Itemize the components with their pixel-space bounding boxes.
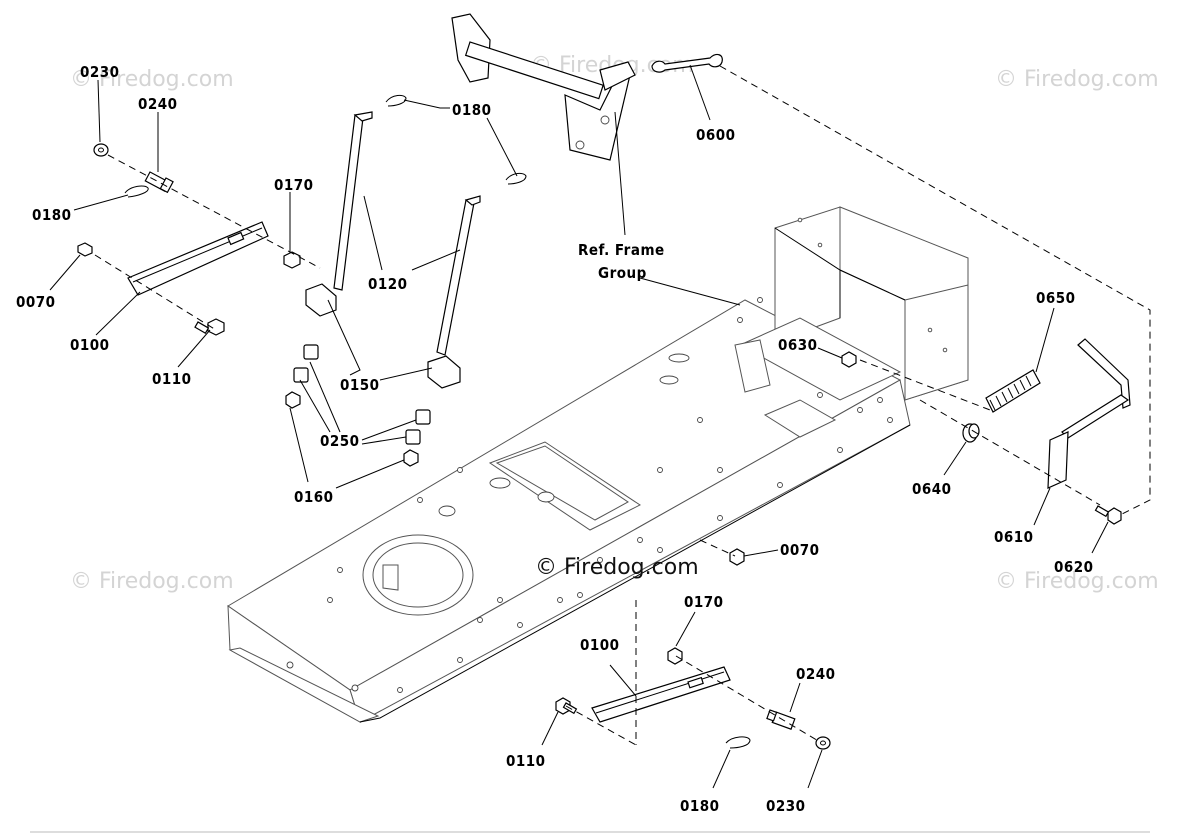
- part-0630-nut: [841, 351, 857, 368]
- label-0620: 0620: [1054, 558, 1094, 576]
- label-0630: 0630: [778, 336, 818, 354]
- label-0170-bottom: 0170: [684, 593, 724, 611]
- watermark-top-left: © Firedog.com: [70, 67, 234, 92]
- part-0110-bolt-left: [194, 318, 225, 336]
- label-0240-bottom: 0240: [796, 665, 836, 683]
- label-ref-frame-line1: Ref. Frame: [578, 241, 665, 259]
- part-0230-washer-lower: [815, 736, 831, 750]
- label-0110-left: 0110: [152, 370, 192, 388]
- main-frame: [227, 206, 969, 724]
- label-0170-top: 0170: [274, 176, 314, 194]
- frame-holes: [286, 217, 948, 693]
- part-0150-blocks: [305, 283, 461, 389]
- watermark-center: © Firedog.com: [535, 555, 699, 580]
- part-0070-nut-left: [77, 242, 93, 257]
- label-0070-left: 0070: [16, 293, 56, 311]
- label-0110-bottom: 0110: [506, 752, 546, 770]
- leader-lines: [49, 64, 1109, 789]
- part-0240-pin-upper: [144, 171, 174, 194]
- part-0170-nut-upper: [283, 251, 301, 269]
- label-0120: 0120: [368, 275, 408, 293]
- part-0610-crank-lever: [1047, 338, 1131, 489]
- part-0600-link: [651, 53, 723, 73]
- watermark-bottom-right: © Firedog.com: [995, 569, 1159, 594]
- label-0230-top: 0230: [80, 63, 120, 81]
- part-0100-upper-bar: [127, 221, 269, 296]
- part-0180-clip-top-left: [385, 94, 407, 107]
- label-0610: 0610: [994, 528, 1034, 546]
- label-0650: 0650: [1036, 289, 1076, 307]
- part-0160-nut-right: [403, 449, 419, 467]
- label-0240-top: 0240: [138, 95, 178, 113]
- label-0180-top: 0180: [452, 101, 492, 119]
- part-0180-clip-top-right: [505, 172, 527, 185]
- label-0160: 0160: [294, 488, 334, 506]
- part-0070-nut-middle: [729, 548, 745, 566]
- watermark-bottom-left: © Firedog.com: [70, 569, 234, 594]
- label-0600: 0600: [696, 126, 736, 144]
- label-0230-bottom: 0230: [766, 797, 806, 815]
- part-0160-nut-left: [285, 391, 301, 409]
- part-0180-clip-lower: [725, 736, 751, 749]
- assembly-dashed-lines: [94, 65, 1151, 746]
- label-0100-bottom: 0100: [580, 636, 620, 654]
- part-0170-nut-lower: [667, 647, 683, 665]
- label-0150: 0150: [340, 376, 380, 394]
- label-0640: 0640: [912, 480, 952, 498]
- part-labels: 0230 0240 0180 0170 0070 0100 0110 0180 …: [16, 63, 1094, 815]
- label-0070-mid: 0070: [780, 541, 820, 559]
- label-0180-bottom: 0180: [680, 797, 720, 815]
- frame-rear-well: [738, 317, 902, 401]
- part-0620-bolt: [1094, 505, 1122, 525]
- watermark-top-right: © Firedog.com: [995, 67, 1159, 92]
- label-0250: 0250: [320, 432, 360, 450]
- part-0230-washer-upper: [93, 143, 109, 157]
- label-0180-left: 0180: [32, 206, 72, 224]
- label-0100-left: 0100: [70, 336, 110, 354]
- part-0180-clip-left: [124, 185, 149, 198]
- part-0650-spring: [985, 369, 1041, 413]
- part-0100-lower-bar: [591, 666, 731, 723]
- lift-bracket-assembly: [451, 13, 636, 161]
- label-ref-frame-line2: Group: [598, 264, 647, 282]
- part-0250-bushings: [293, 344, 431, 445]
- part-0120-rods: [333, 111, 481, 356]
